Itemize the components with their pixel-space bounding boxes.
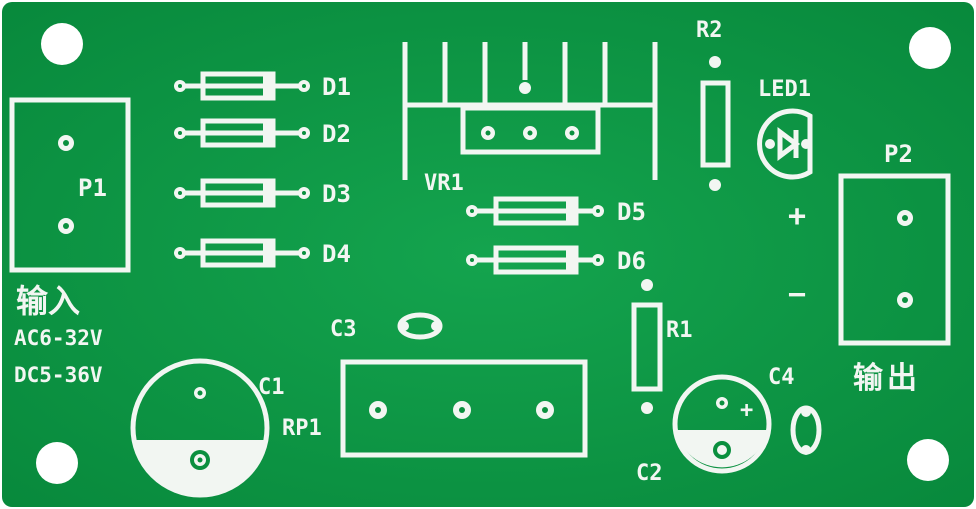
p2-connector: P2 — [838, 140, 951, 346]
diode-d5: D5 — [466, 196, 646, 226]
c3-capacitor: C3 — [330, 312, 443, 342]
led1-label: LED1 — [758, 77, 811, 102]
diode-d4: D4 — [174, 238, 351, 268]
mounting-hole — [41, 23, 83, 65]
d6-label: D6 — [617, 247, 646, 275]
c1-label: C1 — [258, 375, 285, 400]
vr1-heatsink: VR1 — [402, 42, 658, 196]
vr1-outline — [460, 105, 601, 155]
d2-label: D2 — [322, 120, 351, 148]
c2-label: C2 — [636, 461, 663, 486]
minus-label: − — [788, 277, 806, 312]
rp1-potentiometer: RP1 — [282, 359, 588, 458]
r2-label: R2 — [696, 18, 723, 43]
p1-outline — [9, 97, 131, 273]
mounting-hole — [907, 439, 949, 481]
diode-d2: D2 — [174, 118, 351, 148]
diode-d3: D3 — [174, 178, 351, 208]
led1: LED1 — [757, 77, 813, 180]
d4-label: D4 — [322, 240, 351, 268]
c3-label: C3 — [330, 317, 357, 342]
diode-d1: D1 — [174, 71, 351, 101]
d3-label: D3 — [322, 180, 351, 208]
dc-range-label: DC5-36V — [14, 363, 103, 387]
mounting-hole — [909, 27, 951, 69]
c1-capacitor: C1 — [130, 358, 285, 498]
mounting-hole — [36, 442, 78, 484]
c2-capacitor: + C2 — [636, 374, 772, 486]
vr1-label: VR1 — [424, 171, 464, 196]
input-label: 输入 — [16, 282, 80, 320]
plus-label: + — [788, 199, 806, 234]
output-label: 输出 — [853, 361, 921, 396]
r2-resistor: R2 — [696, 18, 731, 191]
p1-connector: P1 — [9, 97, 131, 273]
p1-label: P1 — [78, 174, 107, 202]
d5-label: D5 — [617, 198, 646, 226]
mounting-holes — [36, 23, 951, 484]
diode-d6: D6 — [466, 245, 646, 275]
c4-capacitor: C4 — [768, 365, 822, 455]
ac-range-label: AC6-32V — [14, 326, 103, 350]
c4-label: C4 — [768, 365, 795, 390]
r1-label: R1 — [666, 318, 693, 343]
r1-resistor: R1 — [631, 279, 693, 414]
p2-label: P2 — [884, 140, 913, 168]
d1-label: D1 — [322, 73, 351, 101]
rp1-label: RP1 — [282, 416, 322, 441]
c2-plus-label: + — [740, 398, 753, 423]
